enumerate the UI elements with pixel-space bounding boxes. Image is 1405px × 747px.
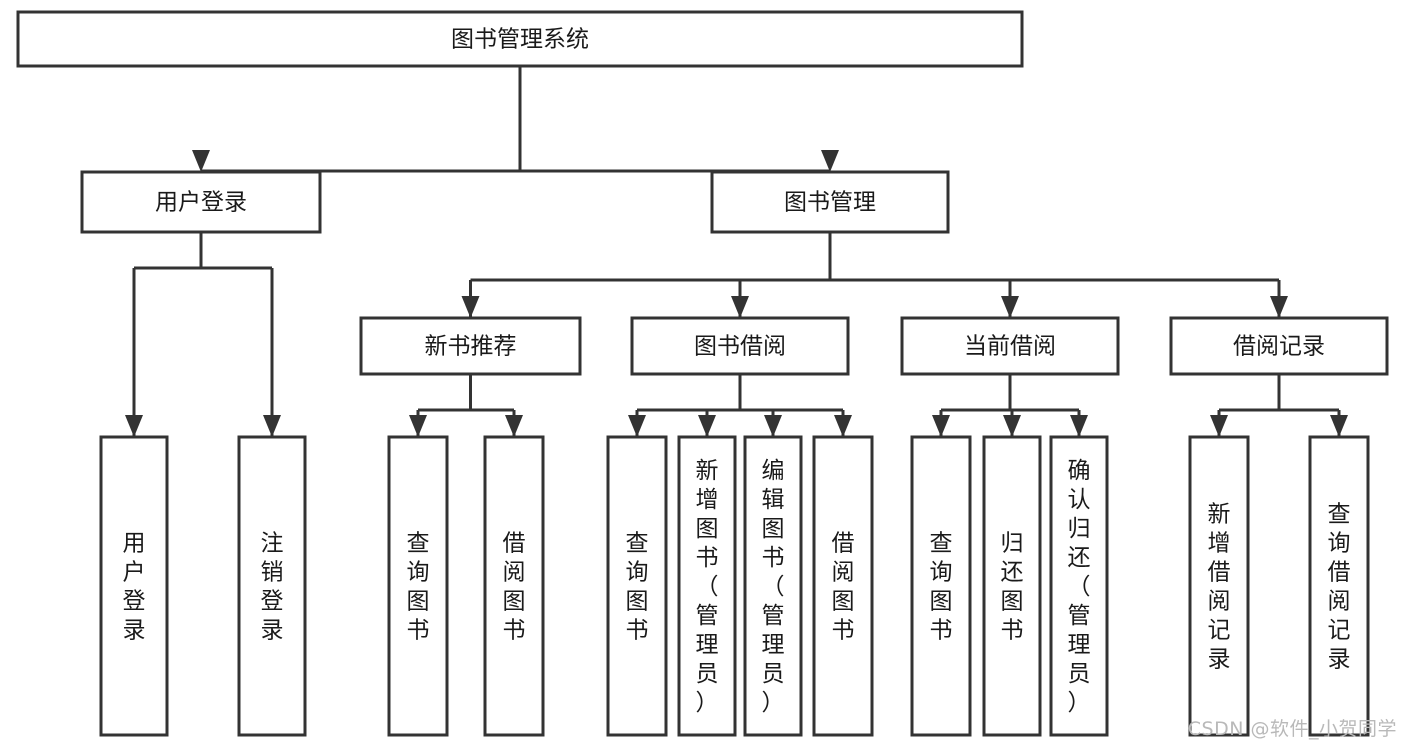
- node-box[interactable]: [1308, 435, 1370, 737]
- arrow-head-icon: [628, 415, 646, 437]
- node-leaf-query-book-2[interactable]: 查询图书: [606, 435, 668, 737]
- node-box[interactable]: [387, 435, 449, 737]
- node-box[interactable]: [982, 435, 1042, 737]
- arrow-head-icon: [698, 415, 716, 437]
- node-box[interactable]: [630, 316, 850, 376]
- connector-group-user-login: [125, 232, 281, 437]
- arrow-head-icon: [731, 296, 749, 318]
- node-box[interactable]: [99, 435, 169, 737]
- node-leaf-edit-book[interactable]: 编辑图书（管理员）: [743, 435, 803, 737]
- node-box[interactable]: [1049, 435, 1109, 737]
- node-label: 新增借阅记录: [1208, 502, 1231, 673]
- node-label: 用户登录: [123, 531, 146, 644]
- node-book-borrow[interactable]: 图书借阅: [630, 316, 850, 376]
- node-label: 查询图书: [930, 531, 953, 644]
- arrow-head-icon: [263, 415, 281, 437]
- arrow-head-icon: [409, 415, 427, 437]
- node-box[interactable]: [237, 435, 307, 737]
- node-box[interactable]: [812, 435, 874, 737]
- node-box[interactable]: [359, 316, 582, 376]
- node-label: 注销登录: [261, 531, 284, 644]
- node-label: 新增图书（管理员）: [696, 458, 719, 716]
- node-box[interactable]: [483, 435, 545, 737]
- arrow-head-icon: [1001, 296, 1019, 318]
- node-label: 图书借阅: [694, 334, 786, 360]
- node-box[interactable]: [16, 10, 1024, 68]
- node-box[interactable]: [900, 316, 1120, 376]
- node-leaf-logout[interactable]: 注销登录: [237, 435, 307, 737]
- node-leaf-return-book[interactable]: 归还图书: [982, 435, 1042, 737]
- arrow-head-icon: [821, 150, 839, 172]
- node-current-borrow[interactable]: 当前借阅: [900, 316, 1120, 376]
- connector-lines-layer: [125, 66, 1348, 437]
- node-box[interactable]: [606, 435, 668, 737]
- node-book-manage[interactable]: 图书管理: [710, 170, 950, 234]
- node-label: 编辑图书（管理员）: [762, 458, 785, 716]
- node-leaf-add-record[interactable]: 新增借阅记录: [1188, 435, 1250, 737]
- node-label: 图书管理: [784, 190, 876, 216]
- node-label: 借阅图书: [832, 531, 855, 644]
- node-label: 查询图书: [626, 531, 649, 644]
- node-label: 用户登录: [155, 190, 247, 216]
- connector-group-new-book-rec: [409, 374, 523, 437]
- connector-group-borrow-record: [1210, 374, 1348, 437]
- node-leaf-query-record[interactable]: 查询借阅记录: [1308, 435, 1370, 737]
- node-leaf-confirm-return[interactable]: 确认归还（管理员）: [1049, 435, 1109, 737]
- arrow-head-icon: [834, 415, 852, 437]
- arrow-head-icon: [125, 415, 143, 437]
- node-borrow-record[interactable]: 借阅记录: [1169, 316, 1389, 376]
- node-root-图书管理系统[interactable]: 图书管理系统: [16, 10, 1024, 68]
- node-label: 当前借阅: [964, 334, 1056, 360]
- arrow-head-icon: [1070, 415, 1088, 437]
- node-label: 确认归还（管理员）: [1068, 458, 1091, 716]
- connector-group-current-borrow: [932, 374, 1088, 437]
- node-leaf-query-book-1[interactable]: 查询图书: [387, 435, 449, 737]
- node-new-book-rec[interactable]: 新书推荐: [359, 316, 582, 376]
- node-box[interactable]: [710, 170, 950, 234]
- csdn-watermark: CSDN @软件_小贺同学: [1187, 718, 1397, 740]
- connector-group-root: [192, 66, 839, 173]
- connector-group-book-manage: [461, 232, 1288, 318]
- arrow-head-icon: [1003, 415, 1021, 437]
- arrow-head-icon: [1210, 415, 1228, 437]
- arrow-head-icon: [505, 415, 523, 437]
- node-leaf-borrow-book-1[interactable]: 借阅图书: [483, 435, 545, 737]
- node-leaf-add-book[interactable]: 新增图书（管理员）: [677, 435, 737, 737]
- node-label: 新书推荐: [425, 334, 517, 360]
- node-box[interactable]: [910, 435, 972, 737]
- node-box[interactable]: [1169, 316, 1389, 376]
- node-boxes-layer: 图书管理系统用户登录图书管理新书推荐图书借阅当前借阅借阅记录用户登录注销登录查询…: [16, 10, 1389, 737]
- node-box[interactable]: [80, 170, 322, 234]
- node-label: 图书管理系统: [451, 27, 589, 53]
- connector-group-book-borrow: [628, 374, 852, 437]
- node-label: 查询图书: [407, 531, 430, 644]
- arrow-head-icon: [461, 296, 480, 318]
- node-label: 查询借阅记录: [1328, 502, 1351, 673]
- node-leaf-user-login[interactable]: 用户登录: [99, 435, 169, 737]
- node-leaf-borrow-book-2[interactable]: 借阅图书: [812, 435, 874, 737]
- arrow-head-icon: [1270, 296, 1288, 318]
- node-label: 借阅记录: [1233, 334, 1325, 360]
- arrow-head-icon: [1330, 415, 1348, 437]
- arrow-head-icon: [192, 150, 210, 172]
- node-box[interactable]: [743, 435, 803, 737]
- arrow-head-icon: [764, 415, 782, 437]
- arrow-head-icon: [932, 415, 950, 437]
- node-label: 借阅图书: [503, 531, 526, 644]
- node-label: 归还图书: [1001, 531, 1024, 644]
- node-box[interactable]: [1188, 435, 1250, 737]
- node-user-login[interactable]: 用户登录: [80, 170, 322, 234]
- node-box[interactable]: [677, 435, 737, 737]
- node-leaf-query-book-3[interactable]: 查询图书: [910, 435, 972, 737]
